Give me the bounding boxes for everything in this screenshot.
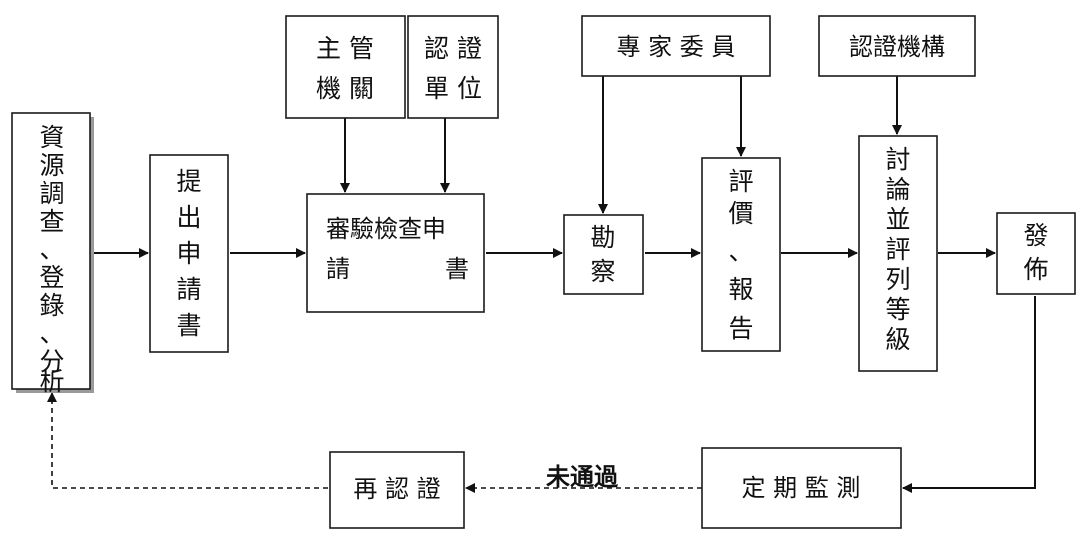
box-recertification: 再 認 證: [329, 451, 465, 529]
discuss-grade-text: 討論並評列等級: [885, 145, 910, 354]
box-periodic-monitoring: 定 期 監 測: [701, 447, 902, 529]
evaluation-report-text: 評價、報告: [728, 167, 753, 343]
connectors: [47, 76, 1036, 493]
not-passed-label: 未通過: [546, 463, 619, 491]
box-expert-committee: 專 家 委 員: [581, 15, 771, 77]
certification-unit-line1: 認 證: [424, 34, 482, 63]
certification-unit-line2: 單 位: [424, 74, 482, 103]
periodic-monitoring-text: 定 期 監 測: [742, 474, 861, 502]
box-resource-survey: 資源調查、登錄、分析: [11, 112, 94, 396]
box-publish: 發佈: [996, 212, 1076, 295]
box-evaluation-report: 評價、報告: [701, 157, 781, 352]
resource-survey-text: 資源調查、登錄、分析: [39, 123, 64, 396]
competent-authority-line1: 主 管: [316, 34, 374, 63]
competent-authority-line2: 機 關: [316, 74, 374, 103]
box-certification-unit: 認 證 單 位: [407, 15, 499, 119]
review-application-line2-a: 請: [326, 255, 350, 283]
publish-text: 發佈: [1023, 221, 1048, 284]
recertification-text: 再 認 證: [353, 475, 440, 503]
field-survey-text: 勘察: [590, 223, 615, 286]
review-application-line1: 審驗檢查申: [326, 215, 446, 243]
box-competent-authority: 主 管 機 關: [285, 15, 406, 119]
arrow-recert-to-survey: [47, 392, 328, 489]
box-submit-application: 提出申請書: [149, 154, 229, 353]
review-application-line2-b: 書: [445, 255, 469, 283]
certification-body-text: 認證機構: [849, 33, 945, 61]
arrow-publish-to-monitoring: [902, 296, 1036, 493]
submit-application-text: 提出申請書: [176, 167, 201, 340]
box-review-application: 審驗檢查申 請 書: [306, 193, 485, 313]
box-discuss-grade: 討論並評列等級: [858, 135, 938, 372]
expert-committee-text: 專 家 委 員: [617, 33, 736, 61]
box-certification-body: 認證機構: [818, 15, 976, 77]
box-field-survey: 勘察: [563, 214, 644, 295]
